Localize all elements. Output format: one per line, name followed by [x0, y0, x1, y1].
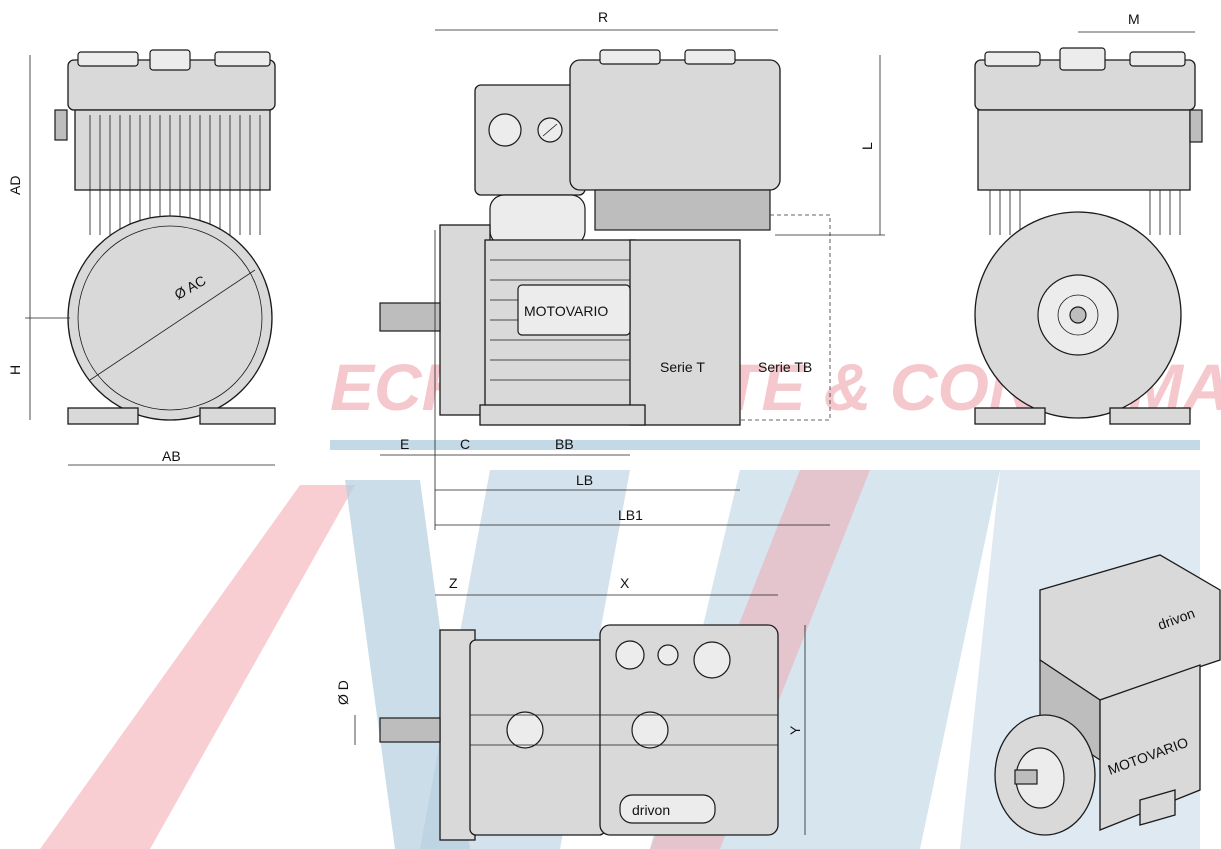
- dim-r: R: [598, 9, 608, 25]
- dim-x: X: [620, 575, 630, 591]
- isometric-view: MOTOVARIO drivon: [994, 554, 1221, 836]
- motor-body-circle: [67, 215, 273, 421]
- drivon-logo: drivon: [632, 802, 670, 818]
- dim-c: C: [460, 436, 470, 452]
- dim-e: E: [400, 436, 409, 452]
- dim-z: Z: [449, 575, 458, 591]
- shaft: [379, 302, 441, 332]
- dim-lb1: LB1: [618, 507, 643, 523]
- dim-ad: AD: [7, 176, 23, 195]
- front-view: Ø AC AD H AB: [7, 49, 276, 466]
- nameplate-text: MOTOVARIO: [524, 303, 608, 319]
- label-serie-t: Serie T: [660, 359, 705, 375]
- top-view: drivon Z X Y Ø D: [335, 575, 806, 841]
- dim-h: H: [7, 365, 23, 375]
- cooling-fins: [74, 109, 271, 235]
- rear-view: M: [974, 11, 1203, 425]
- nameplate: [517, 284, 631, 336]
- dim-bb: BB: [555, 436, 574, 452]
- dim-lb: LB: [576, 472, 593, 488]
- dim-ab: AB: [162, 448, 181, 464]
- side-view: MOTOVARIO Serie T Serie TB R L E C BB LB…: [379, 9, 885, 530]
- dim-d: Ø D: [335, 680, 351, 705]
- dim-m: M: [1128, 11, 1140, 27]
- dim-y: Y: [787, 725, 803, 735]
- dim-l: L: [859, 142, 875, 150]
- label-serie-tb: Serie TB: [758, 359, 812, 375]
